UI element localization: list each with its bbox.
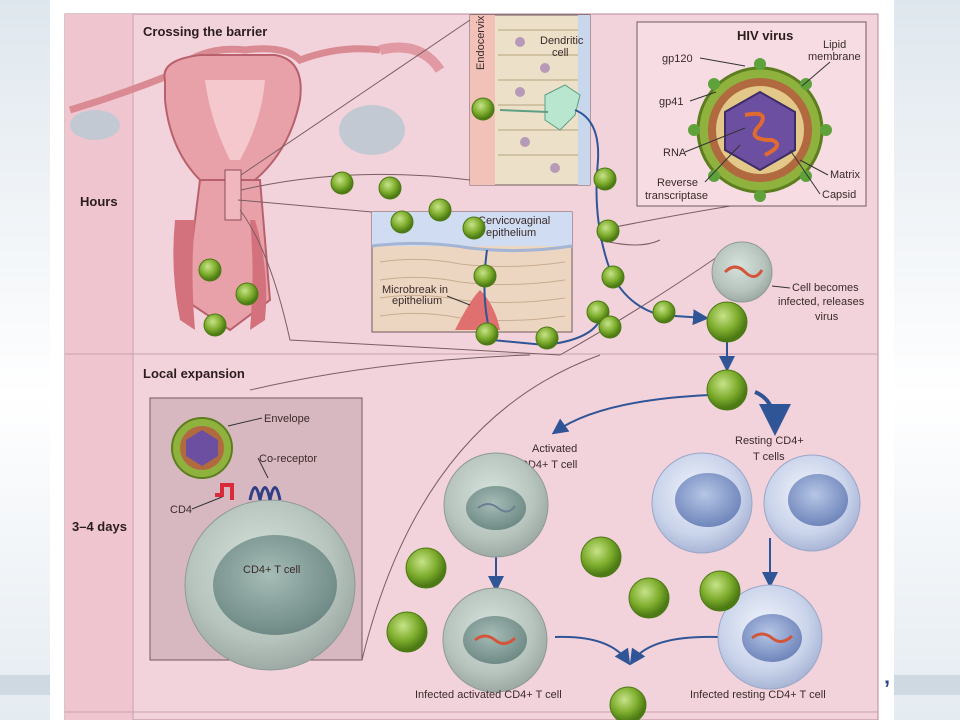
label-matrix: Matrix [830,169,860,181]
label-dendritic-1: Dendritic [540,35,584,47]
virion [378,176,402,200]
section-title-crossing: Crossing the barrier [143,24,267,39]
label-membrane: membrane [808,51,861,63]
resting-cd4-cell-right [763,454,861,552]
label-gp41: gp41 [659,96,683,108]
virion [699,570,741,612]
virion [462,216,486,240]
virion [706,301,748,343]
activated-cd4-cell [443,452,549,558]
reproductive-tract-illustration [68,42,445,332]
virion [609,686,647,720]
virion [601,265,625,289]
virion [652,300,676,324]
virion [598,315,622,339]
label-coreceptor: Co-receptor [259,453,317,465]
infected-cell-top: Cell becomes infected, releases virus [711,241,865,323]
infected-resting-cell [717,584,823,690]
virion [706,369,748,411]
label-cd4-t-cell: CD4+ T cell [243,564,300,576]
time-label-hours: Hours [80,194,118,209]
label-endocervix: Endocervix [475,15,487,70]
label-infected-activated: Infected activated CD4+ T cell [415,689,562,701]
corner-mark: ’ [884,676,891,701]
virion [203,313,227,337]
label-cd4: CD4 [170,504,192,516]
virion [235,282,259,306]
label-virus: virus [815,311,839,323]
label-reverse: Reverse [657,177,698,189]
label-infected-releases: infected, releases [778,296,865,308]
virion [580,536,622,578]
virion [386,611,428,653]
virion [628,577,670,619]
virion [593,167,617,191]
label-infected-resting: Infected resting CD4+ T cell [690,689,826,701]
virion [475,322,499,346]
label-lipid: Lipid [823,39,846,51]
infected-activated-cell [442,587,548,693]
virion [596,219,620,243]
virion [330,171,354,195]
label-transcriptase: transcriptase [645,190,708,202]
label-rna: RNA [663,147,687,159]
virion [535,326,559,350]
section-title-local: Local expansion [143,366,245,381]
label-gp120: gp120 [662,53,693,65]
label-resting-t-cells: T cells [753,451,785,463]
virion [473,264,497,288]
label-microbreak-1: Microbreak in [382,284,448,296]
virion [405,547,447,589]
virion [471,97,495,121]
label-epithelium: epithelium [486,227,536,239]
label-activated: Activated [532,443,577,455]
label-activated-cd4: CD4+ T cell [520,459,577,471]
binding-inset: Envelope Co-receptor CD4 CD4+ T cell [149,397,363,671]
hiv-virus-inset: HIV virus gp120 gp41 RNA Reverse transcr… [636,21,867,207]
label-microbreak-2: epithelium [392,295,442,307]
label-resting: Resting CD4+ [735,435,804,447]
label-dendritic-2: cell [552,47,569,59]
time-label-days: 3–4 days [72,519,127,534]
virions [198,97,748,720]
virion [198,258,222,282]
resting-cd4-cell-left [651,452,753,554]
label-envelope: Envelope [264,413,310,425]
virion [586,300,610,324]
label-cervicovaginal: Cervicovaginal [478,215,550,227]
label-capsid: Capsid [822,189,856,201]
virion [428,198,452,222]
virion [390,210,414,234]
label-hiv-virus: HIV virus [737,28,793,43]
label-cell-becomes: Cell becomes [792,282,859,294]
